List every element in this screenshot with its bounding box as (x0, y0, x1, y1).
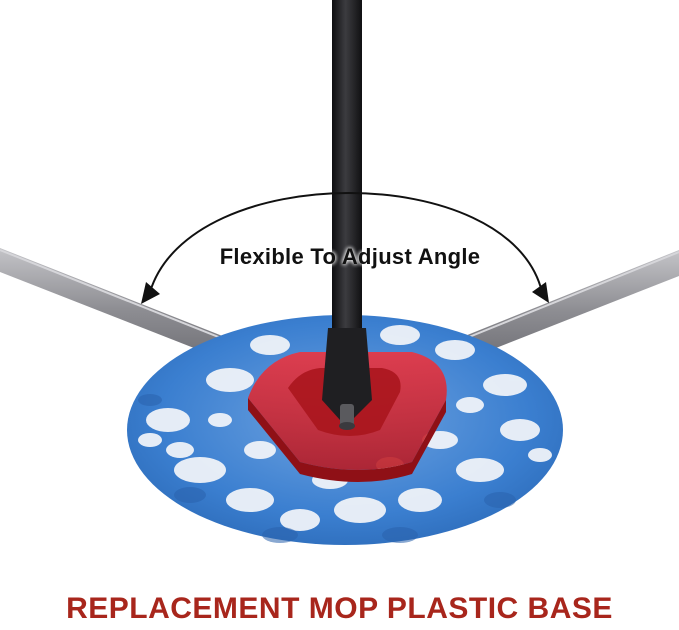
right-side-pole (430, 250, 679, 370)
left-side-pole (0, 248, 258, 370)
product-caption: REPLACEMENT MOP PLASTIC BASE (66, 592, 613, 625)
black-handle (322, 0, 372, 430)
curved-double-arrow-icon (141, 192, 549, 304)
angle-adjust-label: Flexible To Adjust Angle (219, 244, 481, 269)
